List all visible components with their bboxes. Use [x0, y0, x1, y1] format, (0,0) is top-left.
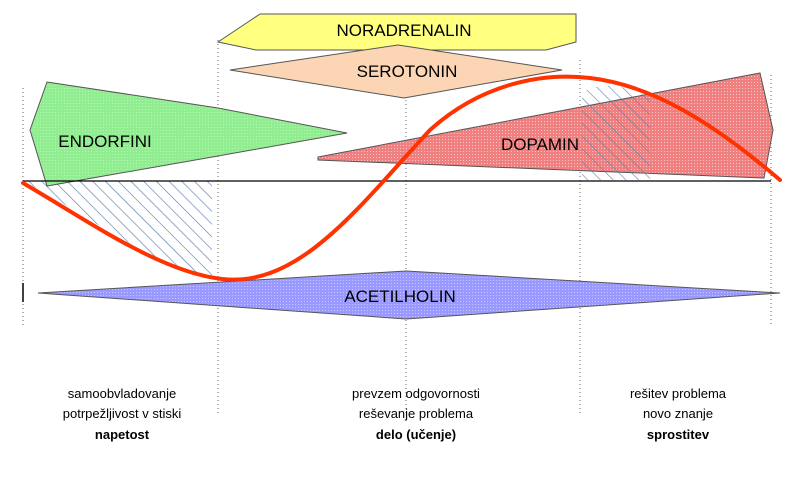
hatched-area-right [582, 85, 650, 180]
phase-2-bold: delo (učenje) [376, 427, 456, 442]
endorfini-label: ENDORFINI [58, 132, 152, 151]
phase-3-line-2: novo znanje [643, 406, 713, 421]
phase-caption-1: samoobvladovanje potrpežljivost v stiski… [63, 386, 182, 442]
hatched-area-left [23, 181, 212, 278]
phase-2-line-2: reševanje problema [359, 406, 474, 421]
noradrenalin-label: NORADRENALIN [336, 21, 471, 40]
phase-caption-2: prevzem odgovornosti reševanje problema … [352, 386, 480, 442]
phase-2-line-1: prevzem odgovornosti [352, 386, 480, 401]
acetilholin-shape [37, 270, 781, 320]
phase-1-bold: napetost [95, 427, 150, 442]
phase-caption-3: rešitev problema novo znanje sprostitev [630, 386, 727, 442]
endorfini-shape [29, 81, 348, 187]
acetilholin-label: ACETILHOLIN [344, 287, 455, 306]
phase-1-line-1: samoobvladovanje [68, 386, 176, 401]
dopamin-label: DOPAMIN [501, 135, 579, 154]
wave-curve [21, 74, 782, 282]
phase-1-line-2: potrpežljivost v stiski [63, 406, 182, 421]
serotonin-label: SEROTONIN [357, 62, 458, 81]
noradrenalin-shape [216, 13, 577, 51]
serotonin-shape [229, 44, 563, 99]
phase-3-bold: sprostitev [647, 427, 710, 442]
phase-3-line-1: rešitev problema [630, 386, 727, 401]
